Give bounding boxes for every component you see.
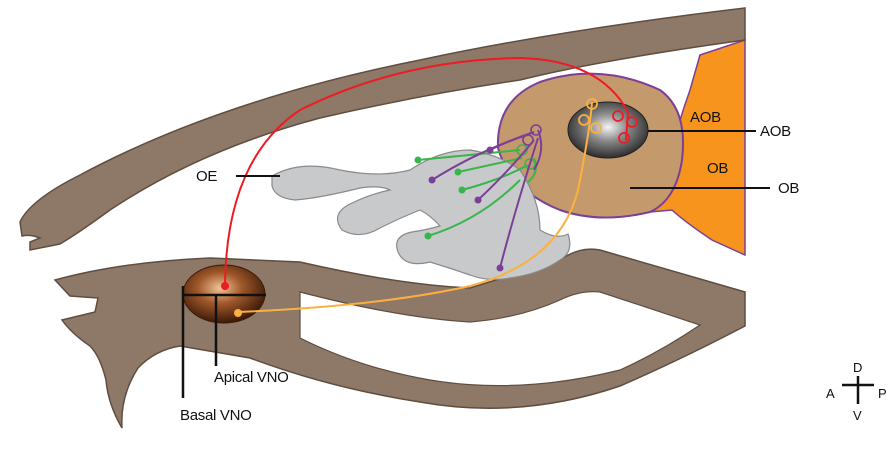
basal-vno-label: Basal VNO [180,407,252,424]
ob-inside-label: OB [707,160,728,177]
compass-ventral: V [853,408,862,423]
orange-pathway-dot [234,309,242,317]
compass-posterior: P [878,386,887,401]
compass-anterior: A [826,386,835,401]
ob-outside-label: OB [778,180,799,197]
compass-dorsal: D [853,360,862,375]
apical-vno-label: Apical VNO [214,369,289,386]
aob-outside-label: AOB [760,123,791,140]
oe-label: OE [196,168,217,185]
red-pathway-dot [221,282,229,290]
accessory-olfactory-bulb [568,102,648,158]
aob-inside-label: AOB [690,109,721,126]
orientation-compass: D V A P [826,360,887,423]
